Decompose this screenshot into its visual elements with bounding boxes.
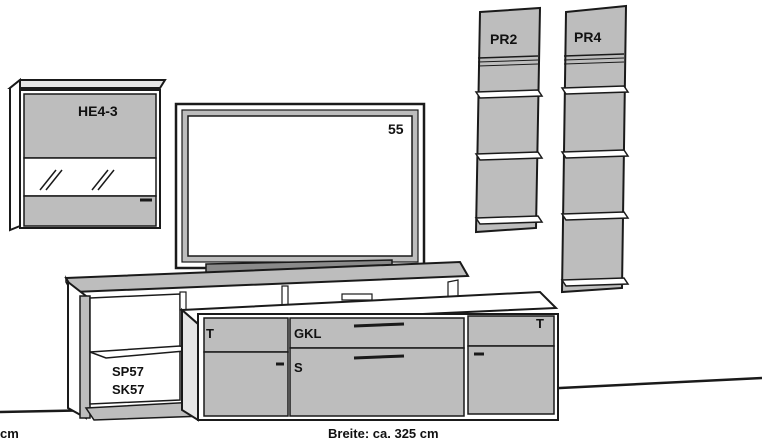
wall-shelf-pr2 [474, 6, 544, 234]
label-s: S [294, 360, 303, 375]
label-pr4: PR4 [574, 29, 601, 45]
label-pr2: PR2 [490, 31, 517, 47]
label-gkl: GKL [294, 326, 322, 341]
wall-shelf-pr4 [560, 4, 630, 294]
wall-cabinet-he4-3 [7, 77, 167, 232]
tv-screen [174, 102, 426, 277]
label-drawer-t-left: T [206, 326, 214, 341]
label-tv-size: 55 [388, 121, 404, 137]
lowboard [64, 260, 559, 422]
label-he4-3: HE4-3 [78, 103, 118, 119]
label-sk57: SK57 [112, 382, 145, 397]
unit-fragment: cm [0, 426, 19, 439]
label-drawer-t-right: T [536, 316, 544, 331]
label-sp57: SP57 [112, 364, 144, 379]
width-caption: Breite: ca. 325 cm [328, 426, 439, 439]
